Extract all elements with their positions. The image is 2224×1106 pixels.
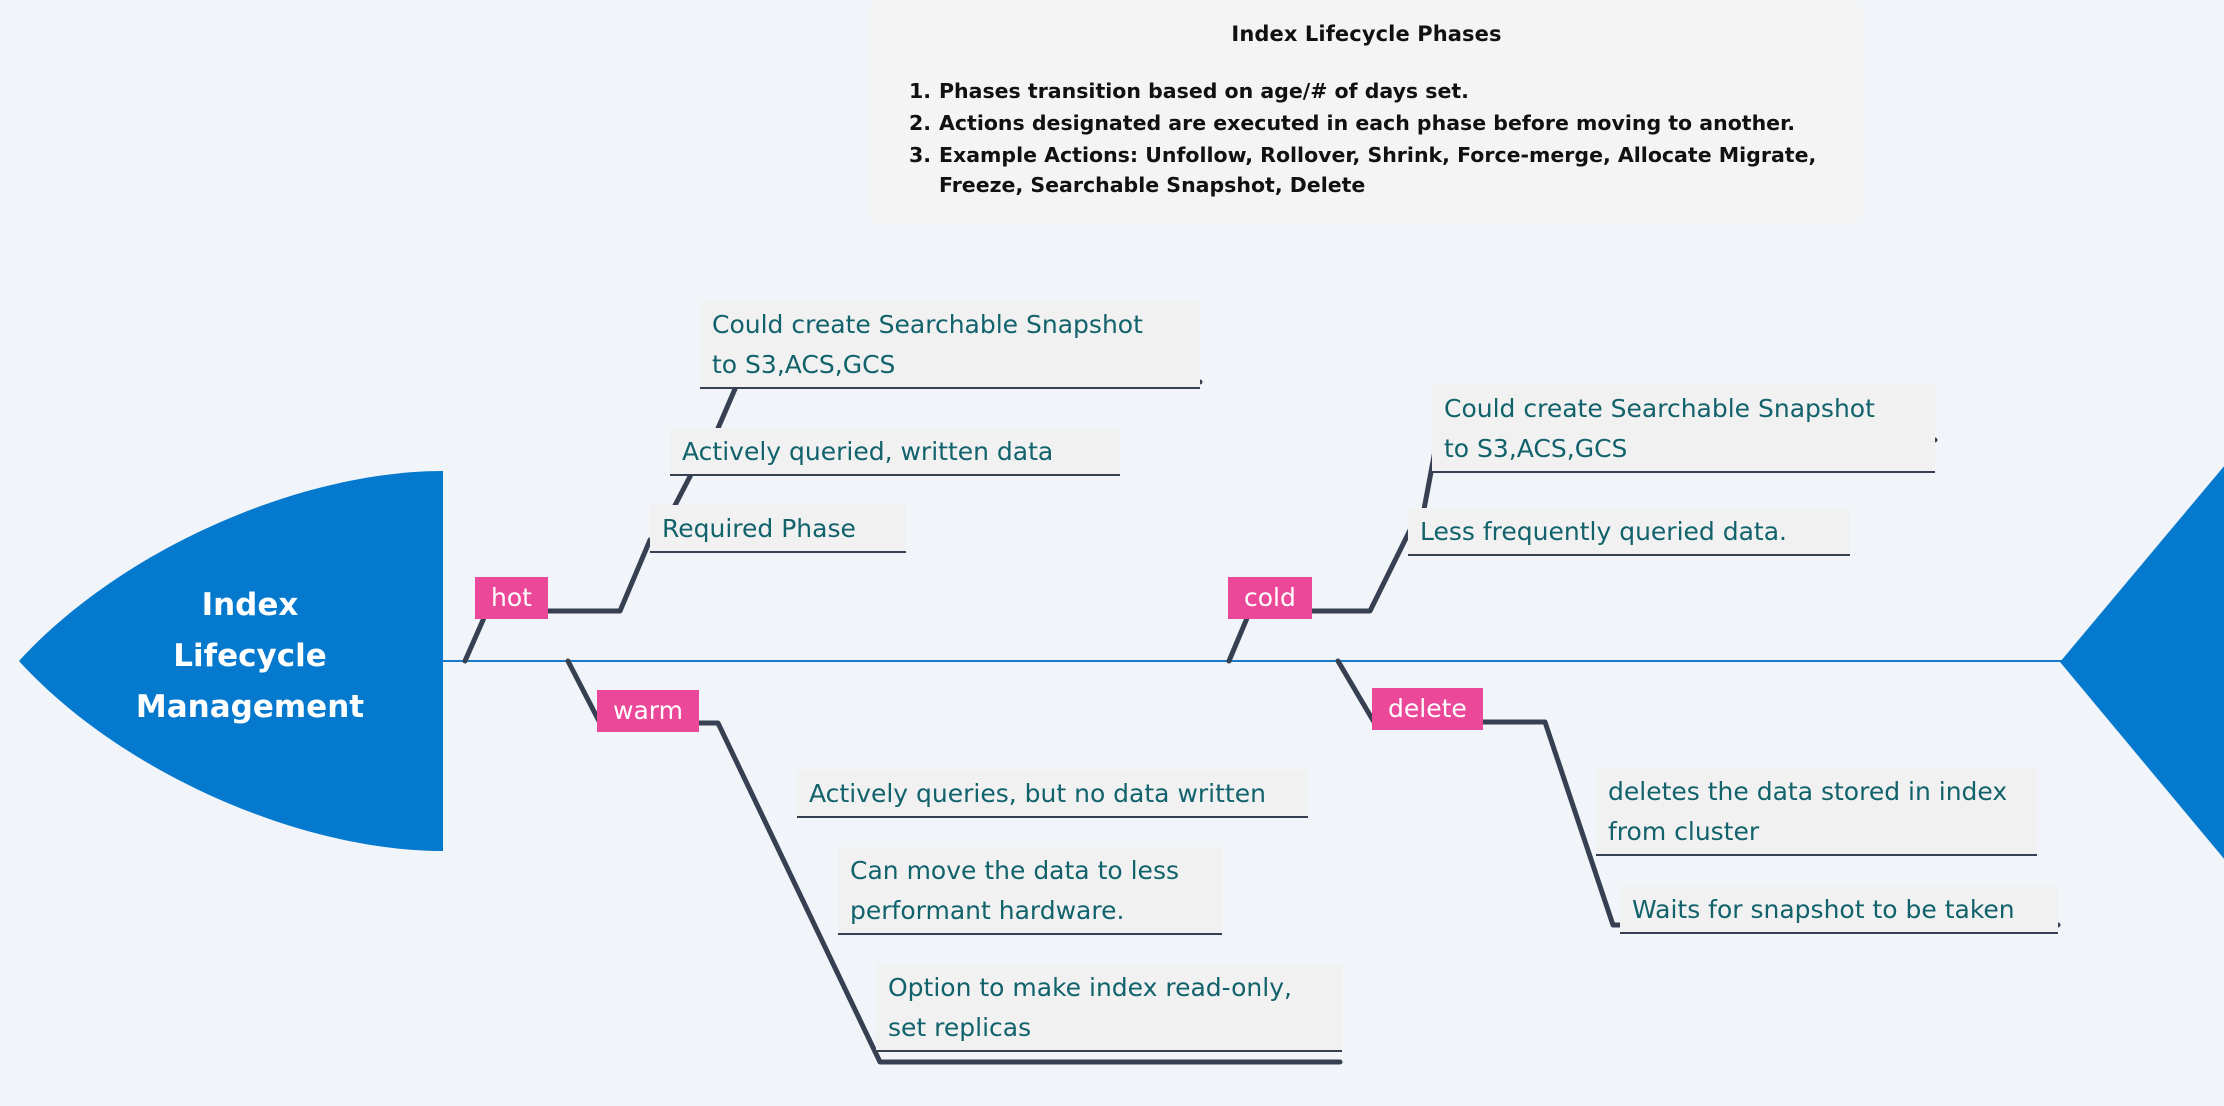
note-list: Phases transition based on age/# of days… [897,76,1836,200]
note-list-item: Actions designated are executed in each … [909,108,1796,138]
detail-delete-0[interactable]: deletes the data stored in index from cl… [1596,768,2037,856]
fish-tail-shape [2060,466,2224,859]
note-list-item: Phases transition based on age/# of days… [909,76,1469,106]
detail-hot-1[interactable]: Actively queried, written data [670,428,1120,476]
index-lifecycle-phases-note: Index Lifecycle Phases Phases transition… [869,0,1864,224]
fish-head-shape [19,471,443,851]
detail-hot-0[interactable]: Could create Searchable Snapshot to S3,A… [700,301,1200,389]
note-list-item: Example Actions: Unfollow, Rollover, Shr… [909,140,1817,197]
detail-warm-2[interactable]: Option to make index read-only, set repl… [876,964,1342,1052]
detail-cold-0[interactable]: Could create Searchable Snapshot to S3,A… [1432,385,1935,473]
note-title: Index Lifecycle Phases [1231,22,1502,46]
fishbone-spine [443,660,2082,662]
phase-label-delete[interactable]: delete [1372,688,1483,730]
phase-label-warm[interactable]: warm [597,690,699,732]
detail-cold-1[interactable]: Less frequently queried data. [1408,508,1850,556]
detail-warm-0[interactable]: Actively queries, but no data written [797,770,1308,818]
detail-delete-1[interactable]: Waits for snapshot to be taken [1620,886,2058,934]
phase-label-cold[interactable]: cold [1228,577,1312,619]
detail-hot-2[interactable]: Required Phase [650,505,906,553]
detail-warm-1[interactable]: Can move the data to less performant har… [838,847,1222,935]
phase-label-hot[interactable]: hot [475,577,548,619]
